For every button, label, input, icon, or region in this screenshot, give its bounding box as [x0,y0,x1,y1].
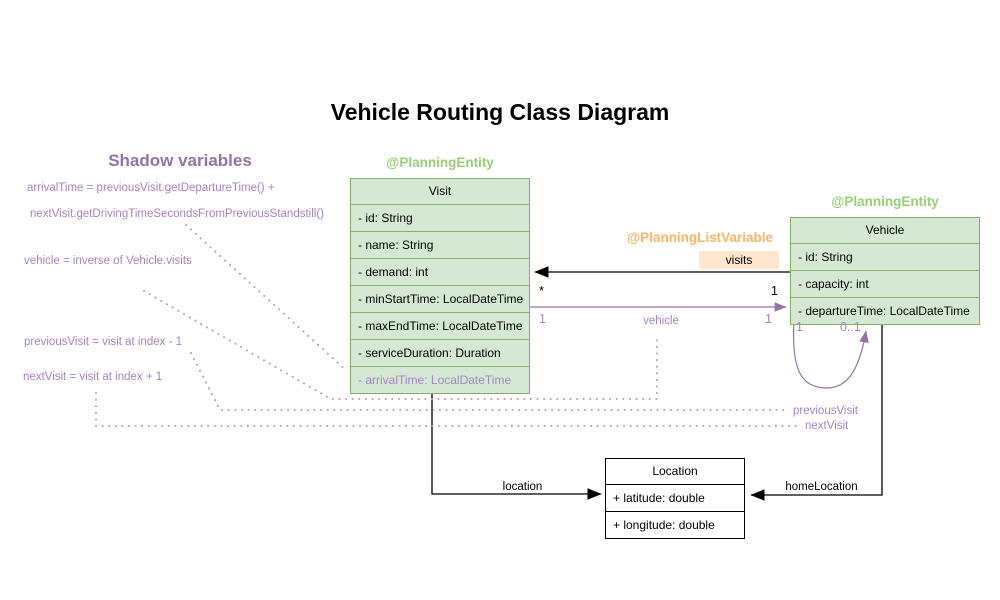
location-field-latitude: + latitude: double [606,484,744,511]
visit-field-id: - id: String [351,204,529,231]
dotted-link-arrivaltime [185,224,348,372]
planning-list-variable-annotation: @PlanningListVariable [627,230,773,245]
vehicle-field-id: - id: String [791,243,979,270]
dotted-link-nextvisit [95,392,800,427]
home-location-association-label: homeLocation [785,481,858,493]
class-vehicle: Vehicle - id: String - capacity: int - d… [790,217,980,325]
class-location: Location + latitude: double + longitude:… [605,458,745,539]
chain-right-multiplicity: 0..1 [840,320,861,334]
vehicle-field-capacity: - capacity: int [791,270,979,297]
dotted-link-vehicle [143,290,658,400]
vehicle-planning-entity-annotation: @PlanningEntity [831,194,939,209]
class-visit-name: Visit [428,184,452,198]
visits-source-multiplicity: 1 [771,284,778,298]
visit-field-demand: - demand: int [351,258,529,285]
shadow-line-nextvisit: nextVisit = visit at index + 1 [23,371,163,383]
shadow-line-arrivaltime-2: nextVisit.getDrivingTimeSecondsFromPrevi… [30,208,324,220]
class-location-name: Location [652,464,698,478]
vehicle-field-departuretime: - departureTime: LocalDateTime [791,297,979,324]
vehicle-association-label: vehicle [643,315,679,327]
chain-self-loop-arrow [792,320,869,389]
visit-field-arrivaltime: - arrivalTime: LocalDateTime [351,366,529,393]
visit-field-serviceduration: - serviceDuration: Duration [351,339,529,366]
class-visit: Visit - id: String - name: String - dema… [350,178,530,394]
vehicle-left-multiplicity: 1 [539,312,546,326]
visit-planning-entity-annotation: @PlanningEntity [386,155,494,170]
shadow-line-vehicle: vehicle = inverse of Vehicle.visits [24,255,192,267]
chain-left-multiplicity: 1 [796,320,803,334]
nextvisit-label: nextVisit [805,420,849,432]
dotted-link-previousvisit [190,352,788,411]
previousvisit-label: previousVisit [793,405,858,417]
class-vehicle-name: Vehicle [865,223,905,237]
shadow-line-previousvisit: previousVisit = visit at index - 1 [24,336,182,348]
visits-badge: visits [699,251,779,269]
vehicle-right-multiplicity: 1 [765,312,772,326]
location-field-longitude: + longitude: double [606,511,744,538]
shadow-line-arrivaltime-1: arrivalTime = previousVisit.getDeparture… [27,182,275,194]
location-arrow [431,385,602,500]
home-location-arrow [750,320,883,501]
visit-field-maxendtime: - maxEndTime: LocalDateTime [351,312,529,339]
location-association-label: location [502,481,543,493]
visits-target-multiplicity: * [539,283,545,298]
visit-field-minstarttime: - minStartTime: LocalDateTime [351,285,529,312]
shadow-variables-heading: Shadow variables [108,151,252,170]
diagram-title: Vehicle Routing Class Diagram [330,99,670,125]
visit-field-name: - name: String [351,231,529,258]
